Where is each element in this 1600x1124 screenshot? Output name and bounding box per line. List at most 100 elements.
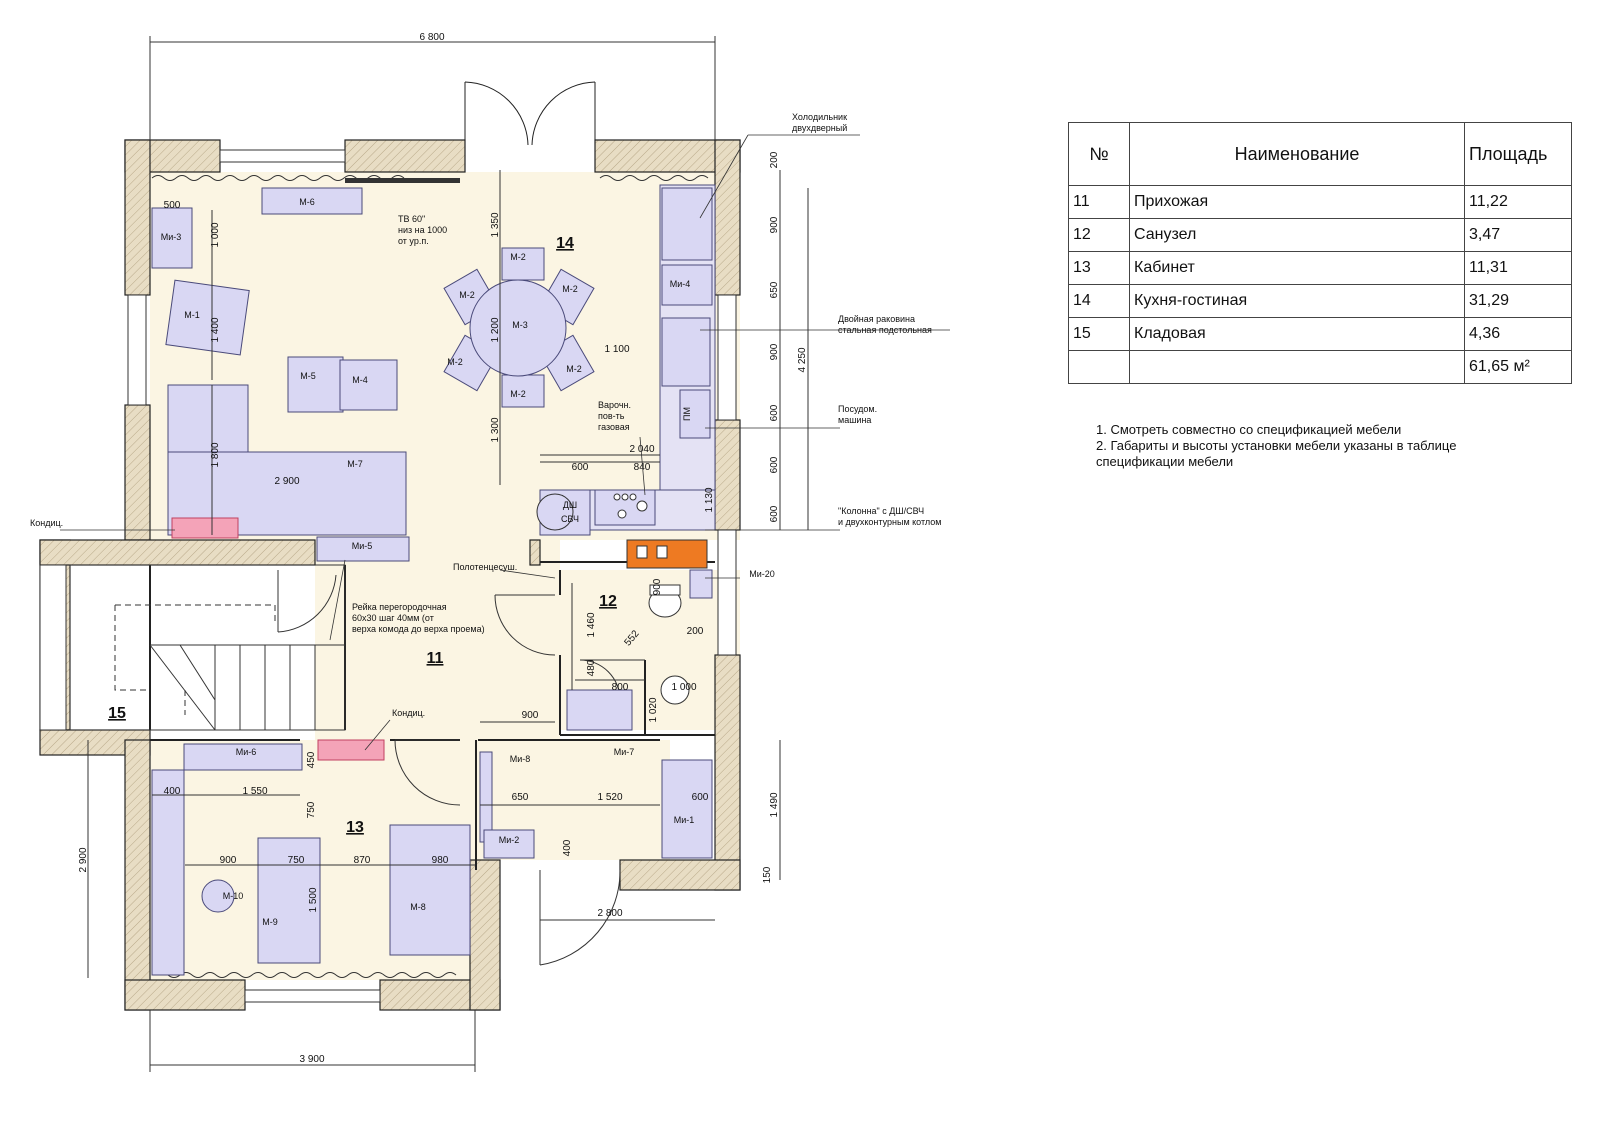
tag-m9: М-9 <box>262 917 278 927</box>
entrance-door[interactable] <box>464 81 596 150</box>
dim-1400: 1 400 <box>210 317 221 342</box>
table-cell: 11,22 <box>1464 185 1572 219</box>
furniture-mi3 <box>151 207 193 269</box>
furniture-m4 <box>339 359 398 411</box>
furniture <box>151 187 713 976</box>
dim-980: 980 <box>432 855 449 866</box>
table-cell: 15 <box>1068 317 1130 351</box>
tag-m3: М-3 <box>512 320 528 330</box>
dim-left-overall: 2 900 <box>78 847 89 872</box>
table-cell: 14 <box>1068 284 1130 318</box>
furniture-vanity <box>566 689 633 731</box>
dim-1520: 1 520 <box>597 792 622 803</box>
tag-dsh: ДШ <box>563 500 577 510</box>
tag-m2-ur: М-2 <box>562 284 578 294</box>
dim-1460: 1 460 <box>586 612 597 637</box>
table-row: 15 Кладовая 4,36 <box>1068 317 1572 351</box>
dim-bottom-overall: 3 900 <box>299 1054 324 1065</box>
tag-m4: М-4 <box>352 375 368 385</box>
dimension-lines <box>87 36 809 1072</box>
tag-pm: ПМ <box>682 407 692 421</box>
dim-650: 650 <box>512 792 529 803</box>
table-header-area: Площадь <box>1464 122 1572 186</box>
tag-m7: М-7 <box>347 459 363 469</box>
boiler-block-1 <box>636 545 648 559</box>
room-11-label: 11 <box>427 650 444 667</box>
table-cell: Прихожая <box>1129 185 1465 219</box>
furniture-mi6 <box>183 743 303 771</box>
table-row: 12 Санузел 3,47 <box>1068 218 1572 252</box>
dim-1100: 1 100 <box>604 344 629 355</box>
plan-notes: 1. Смотреть совместно со спецификацией м… <box>1096 422 1536 470</box>
leader-lines <box>60 134 950 751</box>
dim-right-600c: 600 <box>769 505 780 522</box>
dim-400-hall: 400 <box>562 839 573 856</box>
table-cell: 3,47 <box>1464 218 1572 252</box>
floor-plan: 6 800 3 900 2 900 4 250 200 900 650 900 … <box>30 32 950 1072</box>
tag-m10: М-10 <box>223 891 244 901</box>
tag-m2-lr: М-2 <box>566 364 582 374</box>
table-row: 13 Кабинет 11,31 <box>1068 251 1572 285</box>
dim-right-600b: 600 <box>769 456 780 473</box>
tag-m1: М-1 <box>184 310 200 320</box>
table-row: 14 Кухня-гостиная 31,29 <box>1068 284 1572 318</box>
sink-annotation: Двойная раковина стальная подстольная <box>838 314 932 335</box>
fridge-annotation: Холодильник двухдверный <box>792 112 850 133</box>
table-cell: Санузел <box>1129 218 1465 252</box>
hob-annotation: Варочн. пов-ть газовая <box>598 400 634 432</box>
dim-1550: 1 550 <box>242 786 267 797</box>
table-header-name: Наименование <box>1129 122 1465 186</box>
dim-right-900b: 900 <box>769 343 780 360</box>
tv-annotation: ТВ 60" низ на 1000 от ур.п. <box>398 214 450 246</box>
tag-svch: СВЧ <box>561 514 579 524</box>
dim-right-650: 650 <box>769 281 780 298</box>
dim-1130: 1 130 <box>704 487 715 512</box>
note-2: 2. Габариты и высоты установки мебели ук… <box>1096 438 1457 469</box>
dim-2040: 2 040 <box>629 444 654 455</box>
windows <box>39 149 737 1003</box>
dim-1000-bath: 1 000 <box>671 682 696 693</box>
rail-annotation: Рейка перегородочная 60х30 шаг 40мм (от … <box>352 602 485 634</box>
ac-annotation-living: Кондиц. <box>30 518 63 528</box>
interior-doors[interactable] <box>277 570 645 966</box>
tag-mi7: Ми-7 <box>614 747 635 757</box>
dim-1000: 1 000 <box>210 222 221 247</box>
furniture-mi8 <box>479 751 493 843</box>
furniture-m1 <box>165 279 250 356</box>
furniture-mi5 <box>316 536 410 562</box>
column-annotation: "Колонна" с ДШ/СВЧ и двухконтурным котло… <box>838 506 941 527</box>
tag-mi8: Ми-8 <box>510 754 531 764</box>
table-row: 11 Прихожая 11,22 <box>1068 185 1572 219</box>
dim-1350: 1 350 <box>490 212 501 237</box>
dim-200: 200 <box>687 626 704 637</box>
ac-unit-hall <box>317 739 385 761</box>
table-cell: Кабинет <box>1129 251 1465 285</box>
furniture-mi4 <box>661 264 713 306</box>
dim-870: 870 <box>354 855 371 866</box>
room-13-label: 13 <box>346 819 364 836</box>
boiler-block-2 <box>656 545 668 559</box>
table-total-row: 61,65 м² <box>1068 350 1572 384</box>
furniture-sofa-back <box>167 384 249 454</box>
tag-mi6: Ми-6 <box>236 747 257 757</box>
dim-2900: 2 900 <box>274 476 299 487</box>
furniture-mi1 <box>661 759 713 859</box>
dim-right-200: 200 <box>769 151 780 168</box>
note-1: 1. Смотреть совместно со спецификацией м… <box>1096 422 1402 437</box>
dim-840: 840 <box>634 462 651 473</box>
dim-right-600a: 600 <box>769 404 780 421</box>
dim-right-150: 150 <box>762 866 773 883</box>
furniture-mi20 <box>689 569 713 599</box>
table-cell <box>1129 350 1465 384</box>
dim-900-hall: 900 <box>522 710 539 721</box>
table-cell: 12 <box>1068 218 1130 252</box>
dim-400-office: 400 <box>164 786 181 797</box>
room-12-label: 12 <box>599 593 617 610</box>
table-header-number: № <box>1068 122 1130 186</box>
tag-m2-top: М-2 <box>510 252 526 262</box>
ac-annotation-hall: Кондиц. <box>392 708 425 718</box>
dim-480: 480 <box>586 659 597 676</box>
room-area-table: № Наименование Площадь 11 Прихожая 11,22… <box>1068 122 1572 384</box>
dining-set <box>201 247 595 913</box>
towel-annotation: Полотенцесуш. <box>453 562 517 572</box>
